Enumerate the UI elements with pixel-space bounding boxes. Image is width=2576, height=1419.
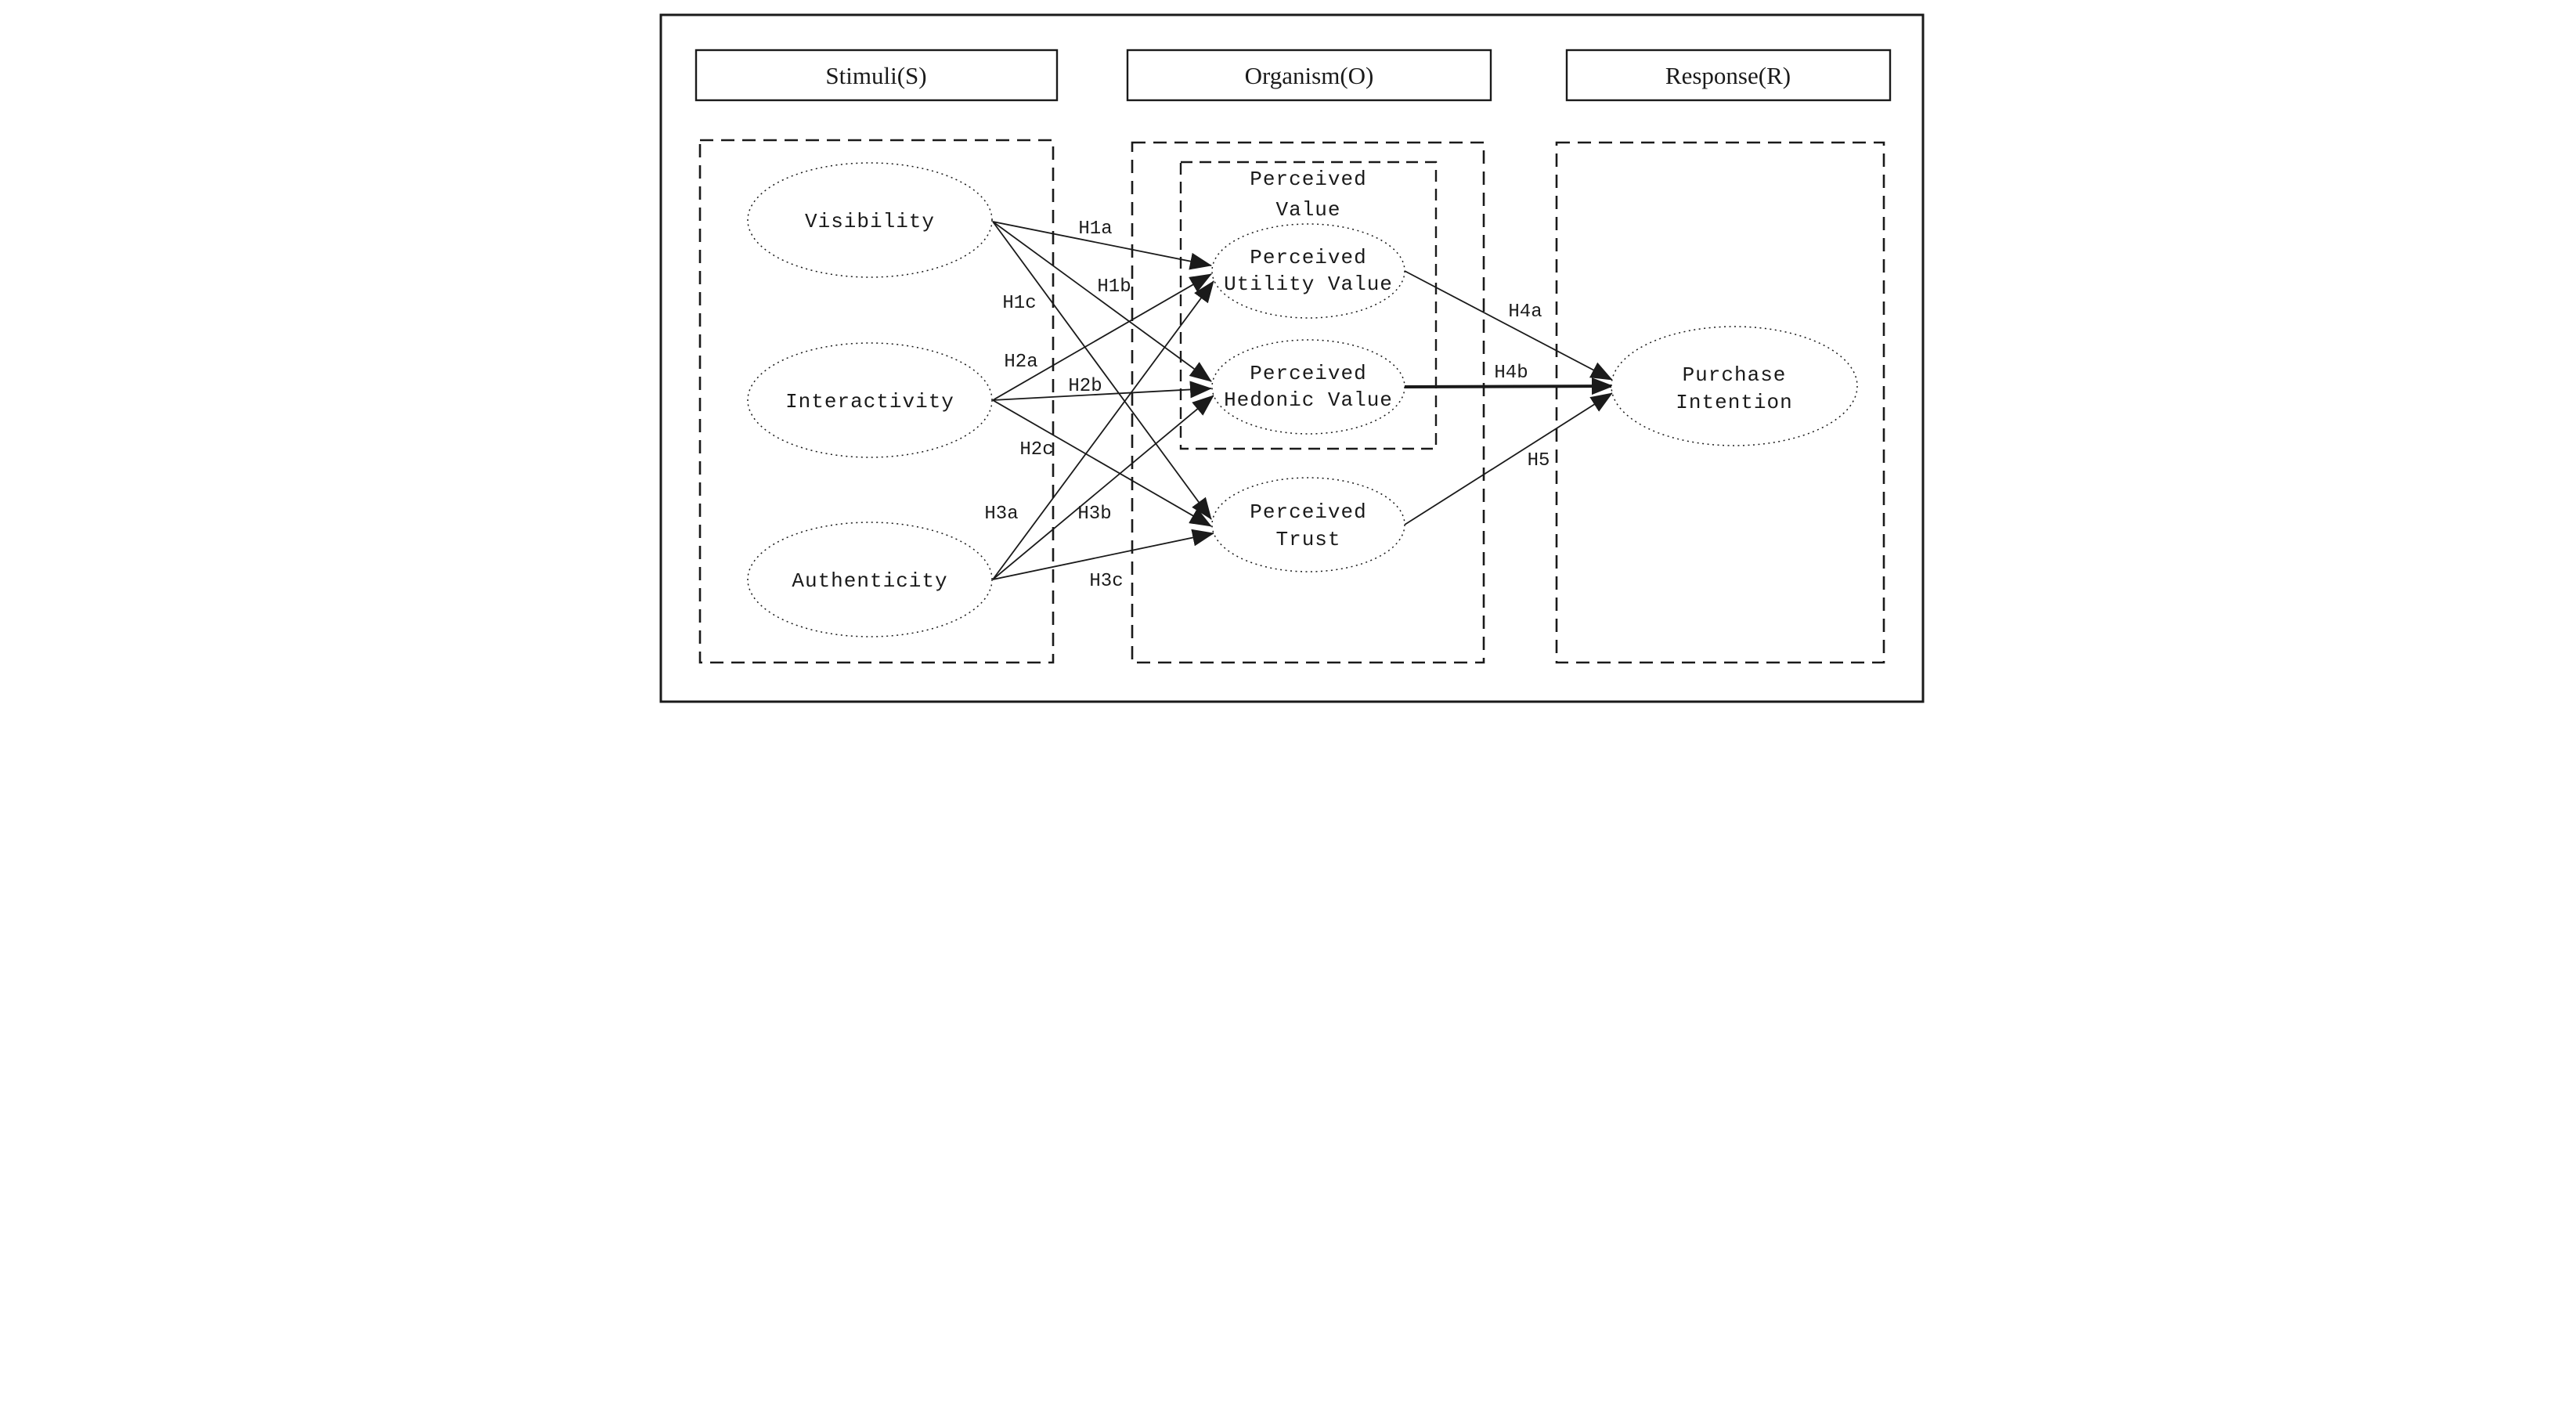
edge-h1c-line: [991, 221, 1212, 520]
edge-h1a-label: H1a: [1078, 218, 1112, 240]
header-organism-box: [1126, 49, 1492, 102]
edge-h2c-line: [992, 399, 1212, 527]
edge-h1a-line: [992, 221, 1212, 270]
organism-container: [1131, 141, 1485, 664]
header-response: Response(R): [1565, 49, 1891, 102]
edge-h3b-line: [991, 395, 1214, 580]
node-perceived-trust-label-line2: Trust: [1275, 528, 1340, 551]
edge-h4b-label: H4b: [1494, 363, 1528, 384]
node-purchase-intention-label-line2: Intention: [1676, 391, 1792, 414]
header-stimuli-box: [695, 49, 1058, 102]
edge-h3a-line: [991, 280, 1214, 580]
edge-h3a-label: H3a: [984, 504, 1018, 525]
node-perceived-hedonic-value-label-line2: Hedonic Value: [1224, 388, 1393, 412]
edge-h2a-label: H2a: [1004, 352, 1037, 373]
stimuli-container: [698, 139, 1054, 664]
edge-h3c-label: H3c: [1089, 571, 1123, 592]
node-perceived-utility-value: Perceived Utility Value: [1210, 223, 1405, 319]
header-organism-label: Organism(O): [1244, 62, 1373, 89]
node-authenticity-label: Authenticity: [792, 569, 947, 593]
edge-h1b-line: [991, 221, 1212, 382]
header-response-label: Response(R): [1665, 62, 1790, 89]
header-response-box: [1565, 49, 1891, 102]
node-authenticity-ellipse: [746, 522, 993, 637]
perceived-value-box: [1179, 161, 1437, 450]
edge-h2b-line: [992, 381, 1212, 401]
edge-h2b-label: H2b: [1068, 376, 1102, 397]
header-stimuli: Stimuli(S): [695, 49, 1058, 102]
header-stimuli-label: Stimuli(S): [825, 62, 926, 89]
sor-model-figure: Stimuli(S) Organism(O) Response(R) Perce…: [644, 0, 1932, 710]
node-interactivity: Interactivity: [746, 342, 993, 458]
perceived-value-title-line1: Perceived: [1250, 168, 1366, 191]
edge-h4a-label: H4a: [1508, 301, 1542, 323]
perceived-value-title-line2: Value: [1275, 198, 1340, 222]
node-perceived-hedonic-value-label-line1: Perceived: [1250, 362, 1366, 385]
node-visibility: Visibility: [746, 162, 993, 278]
node-visibility-label: Visibility: [804, 210, 934, 233]
edge-h5-line: [1404, 392, 1613, 525]
node-authenticity: Authenticity: [746, 522, 993, 637]
edge-h1c-label: H1c: [1002, 293, 1036, 314]
header-organism: Organism(O): [1126, 49, 1492, 102]
edge-h5-label: H5: [1527, 450, 1550, 471]
node-purchase-intention-label-line1: Purchase: [1682, 363, 1786, 387]
node-perceived-trust: Perceived Trust: [1210, 477, 1405, 572]
edge-h2c-label: H2c: [1019, 439, 1053, 460]
perceived-value-group: Perceived Value: [1179, 161, 1437, 450]
edge-labels: H1a H1b H1c H2a H2b H2c H3a H3b H3c H4a …: [984, 218, 1550, 592]
edge-h4a-line: [1404, 270, 1613, 381]
node-perceived-trust-label-line1: Perceived: [1250, 500, 1366, 524]
node-purchase-intention: Purchase Intention: [1610, 326, 1858, 446]
edge-h4b-line: [1404, 377, 1614, 395]
edge-h2a-line: [992, 273, 1212, 401]
figure-border: [659, 13, 1924, 703]
node-perceived-utility-value-label-line1: Perceived: [1250, 246, 1366, 269]
diagram-canvas: Stimuli(S) Organism(O) Response(R) Perce…: [659, 13, 1924, 703]
node-perceived-hedonic-value: Perceived Hedonic Value: [1210, 339, 1405, 435]
node-purchase-intention-ellipse: [1610, 326, 1858, 446]
node-interactivity-label: Interactivity: [785, 390, 954, 413]
node-visibility-ellipse: [746, 162, 993, 278]
node-perceived-utility-value-label-line2: Utility Value: [1224, 273, 1393, 296]
node-perceived-hedonic-value-ellipse: [1210, 339, 1405, 435]
edge-h3c-line: [992, 529, 1214, 580]
edge-h1b-label: H1b: [1097, 276, 1131, 298]
node-perceived-utility-value-ellipse: [1210, 223, 1405, 319]
node-interactivity-ellipse: [746, 342, 993, 458]
edges: [991, 221, 1614, 580]
node-perceived-trust-ellipse: [1210, 477, 1405, 572]
edge-h3b-label: H3b: [1077, 504, 1111, 525]
